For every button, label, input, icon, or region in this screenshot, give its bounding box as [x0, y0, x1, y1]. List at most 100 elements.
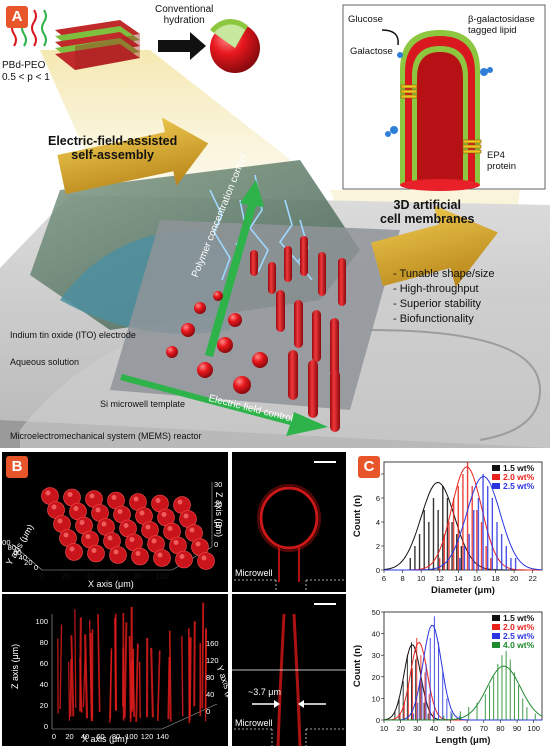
sphere-highlight [124, 523, 129, 528]
b2-z-tick: 100 [35, 617, 48, 626]
tube-voxel [71, 659, 72, 717]
histogram-bar [459, 558, 460, 570]
histogram-bar [424, 703, 425, 720]
b2-x-tick: 140 [156, 732, 169, 741]
legend-swatch [492, 624, 500, 630]
histogram-bar [414, 546, 415, 570]
tube-voxel [98, 614, 100, 712]
template-label: Si microwell template [100, 399, 185, 409]
x-tick-label: 20 [510, 574, 518, 583]
tube-voxel [75, 609, 76, 708]
b2-y-tick: 40 [206, 690, 214, 699]
sphere-highlight [156, 498, 161, 503]
b1-x-tick: 80 [134, 572, 143, 581]
histogram-bar [472, 486, 473, 570]
b1-y-tick: 100 [2, 538, 11, 547]
b2-z-tick: 40 [40, 680, 48, 689]
tube-voxel [60, 625, 61, 710]
b1-z-axis-label: Z axis (μm) [214, 492, 224, 537]
histogram-bar [446, 698, 447, 720]
histogram-bar [417, 703, 418, 720]
sphere-highlight [108, 536, 113, 541]
tube-voxel [85, 634, 87, 718]
y-tick-label: 6 [376, 494, 380, 503]
histogram-bar [439, 558, 440, 570]
sphere-highlight [102, 522, 107, 527]
histogram-bar [416, 638, 417, 720]
y-tick-label: 2 [376, 542, 380, 551]
panel-b-cross-section-sphere: Microwell [232, 452, 346, 592]
histogram-bar [451, 522, 452, 570]
histogram-bar [476, 510, 477, 570]
histogram-bar [428, 522, 429, 570]
b2-z-tick: 20 [40, 701, 48, 710]
polymer-name: PBd-PEO [2, 60, 45, 71]
histogram-bar [456, 534, 457, 570]
sphere-highlight [92, 548, 97, 553]
microwell-label-bottom: Microwell [235, 718, 273, 728]
tube-voxel [189, 628, 190, 723]
histogram-bar [485, 546, 486, 570]
histogram-bar [461, 546, 462, 570]
x-tick-label: 14 [454, 574, 462, 583]
aqueous-label: Aqueous solution [10, 357, 79, 367]
sphere-highlight [70, 547, 75, 552]
x-tick-label: 16 [473, 574, 481, 583]
tube-voxel [133, 660, 134, 717]
sphere-highlight [130, 537, 135, 542]
tube-voxel [69, 662, 70, 721]
histogram-bar [458, 486, 459, 570]
histogram-bar [493, 677, 494, 720]
panel-c-histograms: 681012141618202202468Diameter (μm)Count … [350, 452, 550, 747]
efa-title: Electric-field-assisted self-assembly [48, 134, 177, 162]
histogram-bar [453, 498, 454, 570]
x-tick-label: 60 [463, 724, 471, 733]
sphere-highlight [58, 519, 63, 524]
tube-voxel [71, 635, 73, 716]
legend-swatch [492, 465, 500, 471]
x-tick-label: 18 [491, 574, 499, 583]
histogram-bar [497, 664, 498, 720]
histogram-bar [410, 558, 411, 570]
histogram-bar [433, 711, 434, 720]
sphere-highlight [190, 528, 195, 533]
sphere-voxel [198, 553, 215, 570]
sphere-highlight [136, 551, 141, 556]
x-tick-label: 12 [436, 574, 444, 583]
histogram-bar [429, 694, 430, 720]
b1-x-tick: 20 [62, 572, 71, 581]
histogram-bar [501, 655, 502, 720]
legend-swatch [492, 474, 500, 480]
sphere-voxel [110, 547, 127, 564]
sphere-highlight [90, 494, 95, 499]
tube-voxel [202, 603, 203, 709]
b2-y-tick: 0 [206, 707, 210, 716]
sphere-highlight [118, 509, 123, 514]
sphere-highlight [174, 540, 179, 545]
y-tick-label: 0 [376, 566, 380, 575]
tube-voxel [125, 622, 127, 718]
histogram-bar [473, 510, 474, 570]
histogram-bar [426, 664, 427, 720]
sphere-highlight [96, 508, 101, 513]
sphere-highlight [184, 514, 189, 519]
b2-z-axis-label: Z axis (μm) [10, 644, 20, 689]
panel-a-schematic: A PBd-PEO 0.5 < p < 1 Conventional hydra… [0, 0, 550, 448]
histogram-bar [506, 651, 507, 720]
y-tick-label: 10 [372, 694, 380, 703]
feature-item: - Superior stability [393, 297, 495, 312]
sphere-highlight [64, 533, 69, 538]
thickness-label: ~3.7 μm [248, 687, 281, 697]
histogram-bar [419, 534, 420, 570]
feature-item: - Tunable shape/size [393, 267, 495, 282]
histogram-bar [430, 638, 431, 720]
sphere-highlight [86, 534, 91, 539]
x-tick-label: 40 [430, 724, 438, 733]
histogram-bar [442, 486, 443, 570]
histogram-bar [448, 522, 449, 570]
sphere-highlight [158, 553, 163, 558]
tube-voxel [151, 648, 153, 718]
ito-label: Indium tin oxide (ITO) electrode [10, 330, 136, 340]
